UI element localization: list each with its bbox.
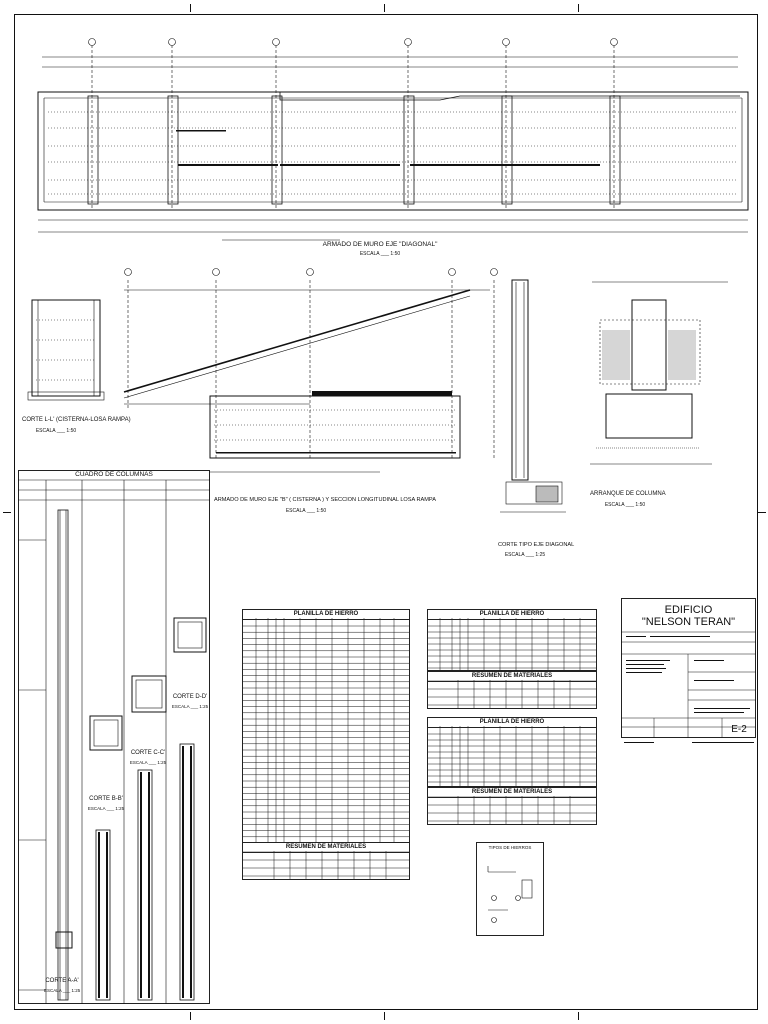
wall-b-scale: ESCALA ___ 1:50 [285,508,327,514]
cut-cc-title: CORTE C-C' [130,750,166,756]
typical-cut-scale: ESCALA ___ 1:25 [504,552,546,558]
planilla-table-3: PLANILLA DE HIERRO [427,717,597,787]
cut-ll-scale: ESCALA ___ 1:50 [35,428,77,434]
border-tick [190,1012,191,1020]
resumen-table-1-title: RESUMEN DE MATERIALES [243,843,409,853]
diagonal-wall-scale: ESCALA ___ 1:50 [359,251,401,257]
cut-bb-title: CORTE B-B' [89,796,123,802]
border-tick [190,4,191,12]
border-tick [384,1012,385,1020]
rebar-types-panel: TIPOS DE HIERROS [476,842,544,936]
project-name-line2: "NELSON TERAN" [641,616,736,628]
planilla-table-2-title: PLANILLA DE HIERRO [428,610,596,620]
border-tick [384,4,385,12]
diagonal-wall-title: ARMADO DE MURO EJE "DIAGONAL" [322,241,438,248]
column-schedule-panel [18,470,210,1004]
cut-ll-title: CORTE L-L' (CISTERNA-LOSA RAMPA) [22,417,131,423]
planilla-table-2: PLANILLA DE HIERRO [427,609,597,671]
border-tick [758,512,766,513]
typical-cut-title: CORTE TIPO EJE DIAGONAL [498,542,575,548]
cut-aa-title: CORTE A-A' [45,978,79,984]
sheet-number: E-2 [731,724,747,735]
diagonal-wall-elevation [37,38,749,241]
resumen-table-3-title: RESUMEN DE MATERIALES [428,788,596,798]
border-tick [3,512,11,513]
cut-cc-scale: ESCALA ___ 1:25 [129,760,167,765]
project-name-line1: EDIFICIO [664,604,713,616]
resumen-table-3: RESUMEN DE MATERIALES [427,787,597,825]
planilla-table-1-title: PLANILLA DE HIERRO [243,610,409,620]
column-start-scale: ESCALA ___ 1:50 [604,502,646,508]
cut-dd-scale: ESCALA ___ 1:25 [171,704,209,709]
cut-aa-scale: ESCALA ___ 1:25 [44,988,81,993]
column-start-title: ARRANQUE DE COLUMNA [590,491,666,497]
border-tick [578,4,579,12]
resumen-table-2-title: RESUMEN DE MATERIALES [428,672,596,682]
planilla-table-3-title: PLANILLA DE HIERRO [428,718,596,728]
drawing-sheet-border [14,14,758,1010]
cut-dd-title: CORTE D-D' [172,694,208,700]
column-schedule-title: CUADRO DE COLUMNAS [75,471,153,478]
wall-b-title: ARMADO DE MURO EJE "B" ( CISTERNA ) Y SE… [214,497,436,503]
cut-bb-scale: ESCALA ___ 1:25 [87,806,125,811]
resumen-table-2: RESUMEN DE MATERIALES [427,671,597,709]
border-tick [578,1012,579,1020]
resumen-table-1: RESUMEN DE MATERIALES [242,842,410,880]
rebar-types-title: TIPOS DE HIERROS [488,845,532,850]
